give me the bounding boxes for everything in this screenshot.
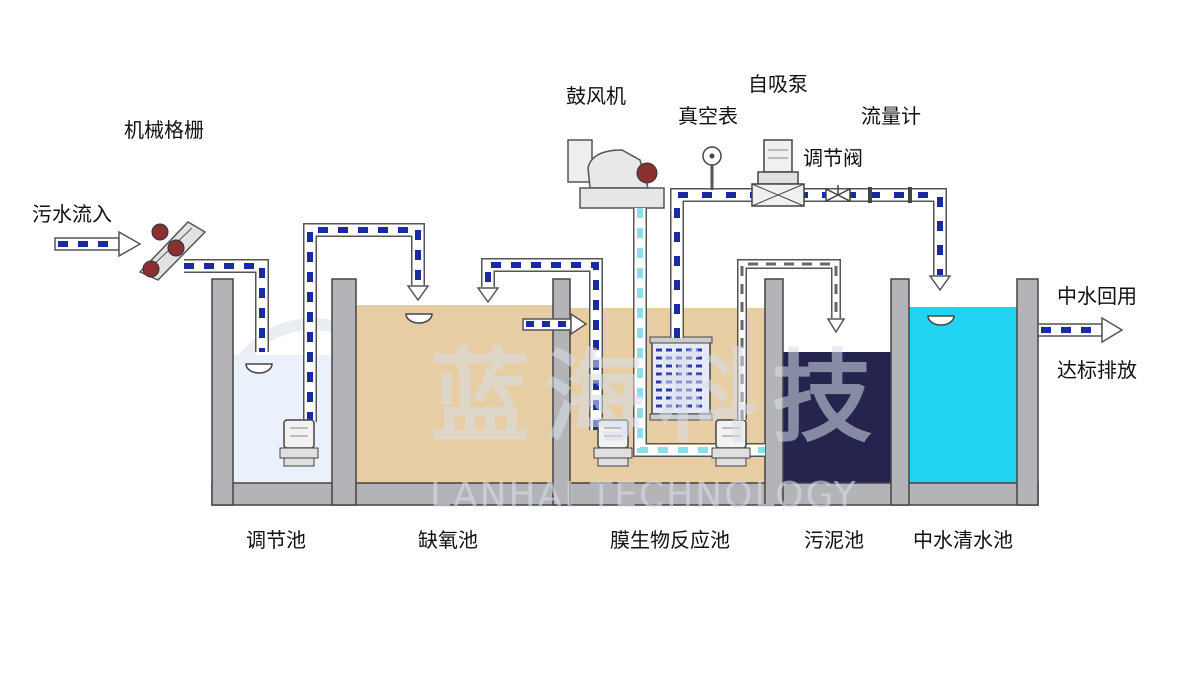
float-equalization-icon: [245, 363, 273, 374]
label-tank-equalization: 调节池: [246, 528, 306, 552]
blower-icon: [567, 139, 665, 209]
pump-mbr-right-icon: [711, 419, 751, 467]
flow-meter-icon: [868, 187, 912, 203]
regulating-valve-icon: [825, 185, 851, 203]
inflow-arrow: [54, 230, 142, 258]
tank-walls: [211, 278, 1039, 506]
return-sludge-pipe: [476, 258, 603, 430]
pump-mbr-left-icon: [593, 419, 633, 467]
anoxic-to-mbr-arrow: [522, 312, 588, 336]
label-tank-mbr: 膜生物反应池: [610, 528, 730, 552]
label-compliant-discharge: 达标排放: [1057, 358, 1137, 382]
self-priming-pump-icon: [751, 139, 805, 207]
watermark-text-en: LANHAI TECHNOLOGY: [430, 475, 858, 516]
equalization-lift-pipe: [303, 223, 430, 422]
vacuum-gauge-icon: [702, 146, 722, 190]
label-regulating-valve: 调节阀: [803, 146, 863, 170]
sludge-water: [783, 352, 891, 485]
screen-outlet-pipe: [184, 259, 269, 352]
label-tank-reclaimed: 中水清水池: [913, 528, 1013, 552]
float-anoxic-icon: [405, 313, 433, 324]
label-flow-meter: 流量计: [861, 104, 921, 128]
label-mechanical-screen: 机械格栅: [124, 118, 204, 142]
label-self-priming-pump: 自吸泵: [748, 72, 808, 96]
membrane-module-icon: [649, 336, 713, 421]
label-tank-anoxic: 缺氧池: [418, 528, 478, 552]
pump-equalization-icon: [279, 419, 319, 467]
sludge-pipe: [737, 259, 846, 420]
anoxic-water: [356, 305, 553, 485]
mechanical-screen-icon: [138, 221, 207, 281]
label-sewage-inflow: 污水流入: [32, 202, 112, 226]
equalization-water: [233, 355, 332, 485]
label-reuse-water: 中水回用: [1057, 284, 1137, 308]
watermark-text-cn: 蓝海科技: [430, 339, 886, 456]
clear-water: [909, 307, 1017, 485]
label-vacuum-gauge: 真空表: [678, 104, 738, 128]
float-clear-icon: [927, 315, 955, 326]
label-blower: 鼓风机: [566, 84, 626, 108]
label-tank-sludge: 污泥池: [804, 528, 864, 552]
outlet-arrow: [1037, 316, 1124, 344]
